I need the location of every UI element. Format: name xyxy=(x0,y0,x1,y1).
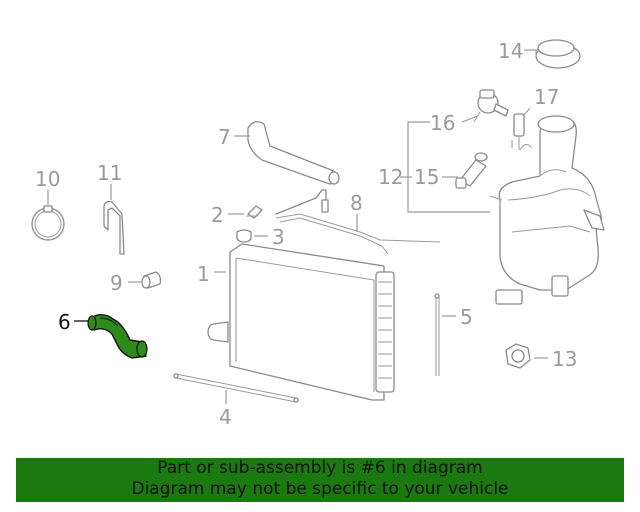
callout-10: 10 xyxy=(35,167,60,191)
part-7-upper-hose xyxy=(247,121,340,185)
part-16-valve xyxy=(473,89,509,123)
part-2-clip xyxy=(246,205,263,219)
banner-line-2: Diagram may not be specific to your vehi… xyxy=(131,479,509,499)
callout-11: 11 xyxy=(97,161,122,185)
callout-16: 16 xyxy=(430,111,455,135)
callout-14: 14 xyxy=(498,39,523,63)
part-8-line xyxy=(275,189,441,255)
callout-8: 8 xyxy=(350,191,363,215)
notice-banner: Part or sub-assembly is #6 in diagram Di… xyxy=(16,458,624,502)
callout-3: 3 xyxy=(272,225,285,249)
callout-2: 2 xyxy=(211,203,224,227)
part-12-expansion-tank xyxy=(489,115,605,305)
callout-7: 7 xyxy=(218,125,231,149)
part-14-cap xyxy=(535,39,581,69)
callout-6: 6 xyxy=(58,310,71,334)
callout-12: 12 xyxy=(378,165,403,189)
callout-17: 17 xyxy=(534,85,559,109)
callout-1: 1 xyxy=(197,262,210,286)
part-13-nut xyxy=(505,343,531,369)
callout-4: 4 xyxy=(219,405,232,429)
parts-diagram: 14 17 16 12 15 xyxy=(31,39,605,429)
part-15-connector xyxy=(455,152,488,189)
leader-12-bracket xyxy=(407,121,490,213)
part-17-sensor xyxy=(511,113,525,150)
callout-15: 15 xyxy=(414,165,439,189)
part-1-radiator xyxy=(207,243,395,401)
part-6-lower-hose xyxy=(87,313,148,359)
callout-5: 5 xyxy=(460,305,473,329)
callout-9: 9 xyxy=(110,271,123,295)
callout-13: 13 xyxy=(552,347,577,371)
banner-line-1: Part or sub-assembly is #6 in diagram xyxy=(157,458,483,478)
part-9-plug xyxy=(141,271,162,289)
leader-16 xyxy=(461,115,479,123)
part-3-grommet xyxy=(236,229,252,243)
part-5-rod xyxy=(434,293,440,376)
part-10-clamp xyxy=(31,205,65,241)
leader-17 xyxy=(522,107,531,117)
part-4-rod xyxy=(173,373,299,403)
part-11-bracket xyxy=(103,200,125,255)
